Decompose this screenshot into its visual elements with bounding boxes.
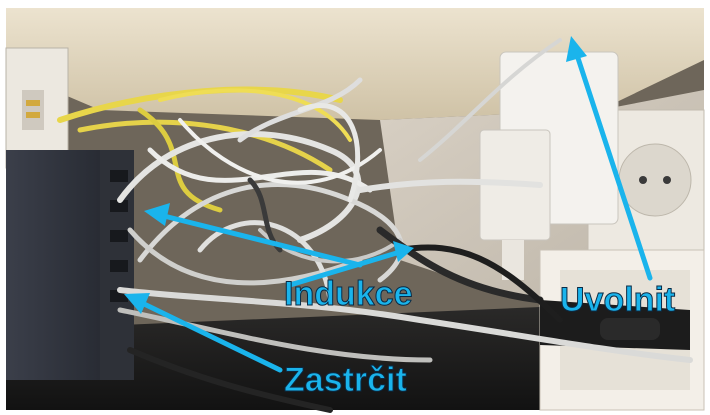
release-arrow [573, 49, 653, 281]
arrow-heads [124, 36, 587, 314]
annotation-arrows [137, 49, 653, 373]
plug-in-arrow [137, 299, 283, 373]
induction-label: Indukce [284, 275, 412, 313]
wall-socket-left [5, 47, 69, 169]
release-arrow-head [566, 36, 587, 62]
black-plug [540, 300, 690, 350]
plug-in-arrow-head [124, 293, 150, 314]
induction-arrow-right [287, 249, 403, 288]
induction-arrow-left-head [144, 203, 170, 226]
induction-arrow-right-head [393, 241, 414, 262]
induction-arrow-left [157, 212, 363, 268]
network-switch [6, 150, 134, 380]
plug-in-label: Zastrčit [284, 361, 407, 399]
release-label: Uvolnit [560, 281, 675, 319]
